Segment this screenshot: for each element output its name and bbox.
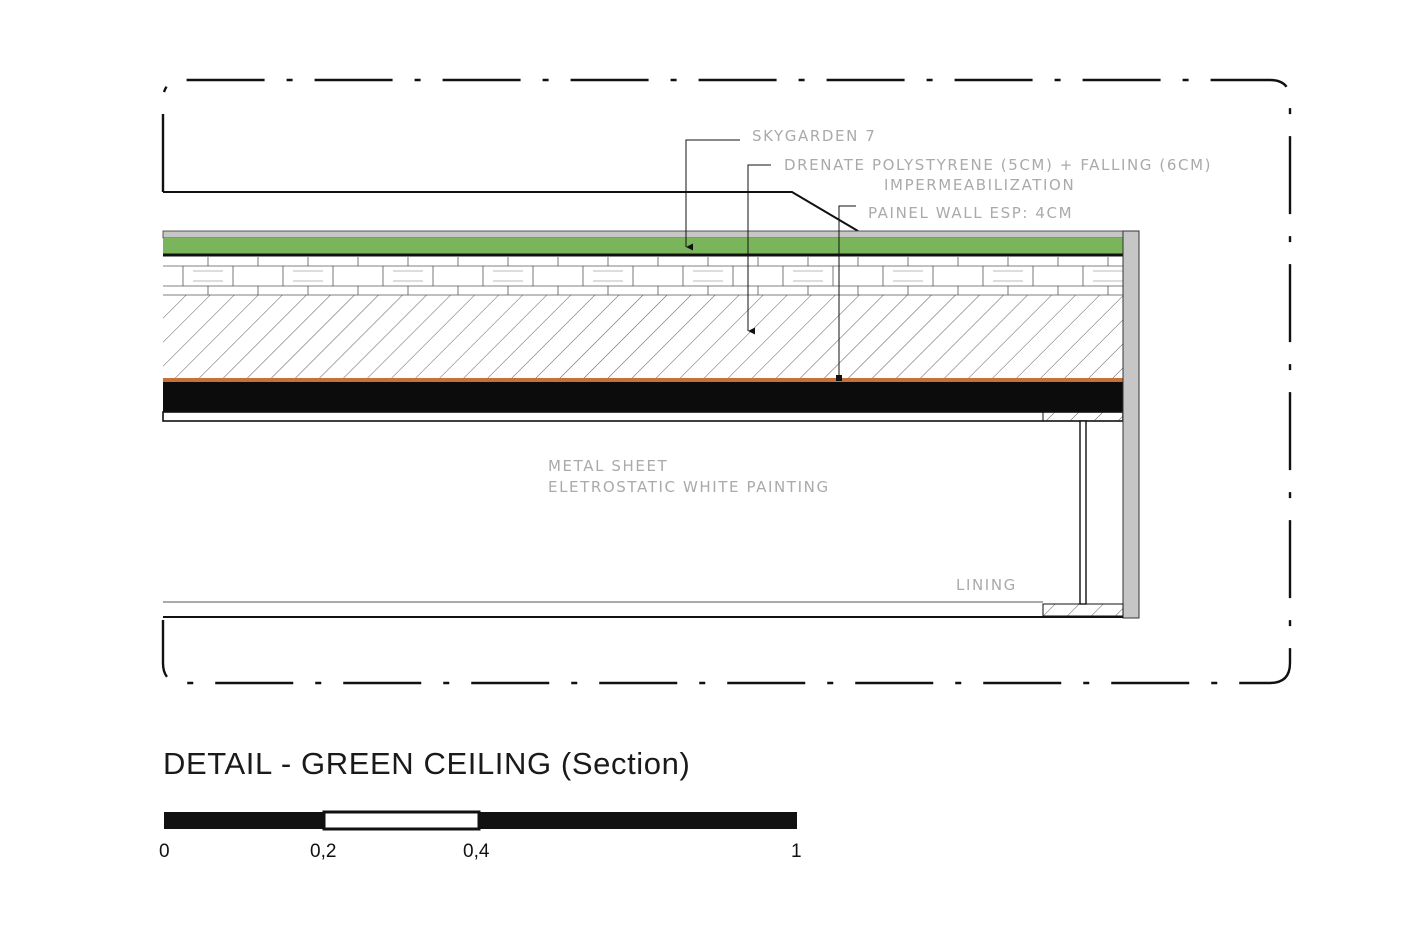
roof-slope-line: [163, 191, 859, 232]
scale-tick-02: 0,2: [310, 841, 336, 862]
impermeabilization-layer: [163, 378, 1123, 382]
scale-segment-1: [164, 812, 324, 829]
lining-label: LINING: [956, 576, 1017, 594]
lining-stud: [1079, 420, 1087, 605]
impermeabilization-label: IMPERMEABILIZATION: [884, 176, 1075, 194]
skygarden-leader: [685, 139, 740, 251]
painel-wall-layer: [163, 382, 1123, 412]
panel-end-hatch: [1042, 411, 1124, 422]
scale-bar: 0 0,2 0,4 1: [159, 810, 802, 862]
top-grey-layer: [162, 230, 1124, 239]
painel-wall-label: PAINEL WALL ESP: 4CM: [868, 204, 1073, 222]
scale-tick-1: 1: [791, 841, 802, 862]
metal-sheet-label: METAL SHEET: [548, 457, 668, 475]
scale-segment-3: [479, 812, 797, 829]
skygarden-green-layer: [163, 238, 1123, 254]
drenate-leader: [747, 164, 771, 335]
drawing-title: DETAIL - GREEN CEILING (Section): [163, 746, 690, 781]
scale-segment-2: [322, 810, 481, 831]
right-wall: [1122, 230, 1140, 619]
painel-leader-dot: [836, 375, 842, 381]
falling-hatch-layer: [163, 295, 1123, 378]
skygarden-label: SKYGARDEN 7: [752, 127, 876, 145]
painel-leader: [838, 205, 856, 378]
panel-bottom-strip: [162, 411, 1124, 422]
lining-end-hatch: [1042, 603, 1124, 617]
drainage-polystyrene-layer: [163, 257, 1123, 295]
eletrostatic-label: ELETROSTATIC WHITE PAINTING: [548, 478, 830, 496]
scale-tick-04: 0,4: [463, 841, 490, 862]
drenate-label: DRENATE POLYSTYRENE (5CM) + FALLING (6CM…: [784, 156, 1212, 174]
scale-tick-0: 0: [159, 841, 170, 862]
